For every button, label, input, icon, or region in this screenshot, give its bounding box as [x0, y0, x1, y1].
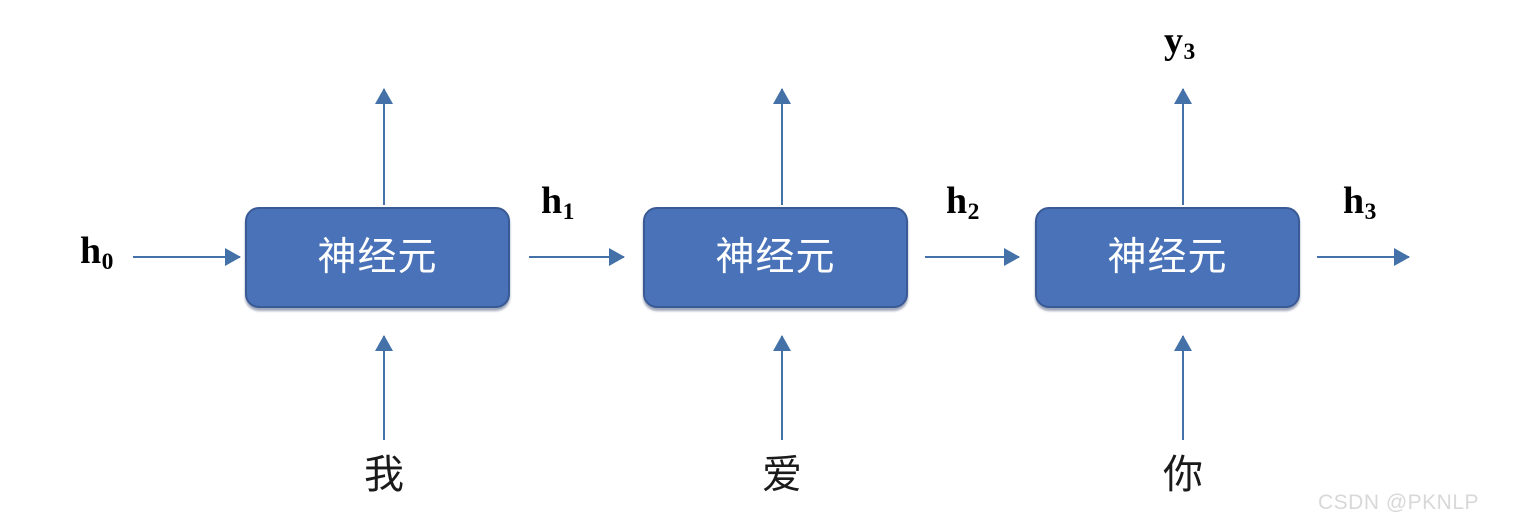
state-label-h2: h2 — [946, 180, 979, 224]
neuron-cell-3: 神经元 — [1035, 207, 1300, 308]
state-label-h3-base: h — [1343, 180, 1365, 222]
output-label-y3-subscript: 3 — [1183, 39, 1196, 66]
output-label-y3: y3 — [1164, 20, 1195, 64]
neuron-cell-1-label: 神经元 — [317, 235, 438, 280]
state-label-h3: h3 — [1343, 180, 1376, 224]
arrow-token-1-to-cell-1 — [383, 336, 385, 440]
neuron-cell-2: 神经元 — [643, 207, 908, 308]
neuron-cell-3-label: 神经元 — [1107, 235, 1228, 280]
state-label-h2-subscript: 2 — [967, 199, 980, 226]
arrow-cell-1-output-up — [383, 89, 385, 205]
neuron-cell-2-label: 神经元 — [715, 235, 836, 280]
state-label-h3-subscript: 3 — [1364, 199, 1377, 226]
state-label-h1-base: h — [541, 180, 563, 222]
arrow-input-h0-to-cell-1 — [133, 256, 240, 258]
arrow-cell-3-output-up — [1182, 89, 1184, 205]
state-label-h0-subscript: 0 — [101, 249, 114, 276]
state-label-h1: h1 — [541, 180, 574, 224]
input-token-1: 我 — [364, 452, 404, 498]
state-label-h1-subscript: 1 — [562, 199, 575, 226]
state-label-h0-base: h — [80, 230, 102, 272]
arrow-cell-1-to-cell-2 — [529, 256, 624, 258]
watermark-text: CSDN @PKNLP — [1318, 491, 1480, 514]
arrow-token-2-to-cell-2 — [781, 336, 783, 440]
state-label-h0: h0 — [80, 230, 113, 274]
arrow-cell-2-output-up — [781, 89, 783, 205]
state-label-h2-base: h — [946, 180, 968, 222]
input-token-3: 你 — [1163, 452, 1203, 498]
output-label-y3-base: y — [1164, 20, 1183, 62]
arrow-cell-2-to-cell-3 — [925, 256, 1019, 258]
arrow-cell-3-to-h3-output — [1317, 256, 1409, 258]
input-token-2: 爱 — [762, 452, 802, 498]
arrow-token-3-to-cell-3 — [1182, 336, 1184, 440]
neuron-cell-1: 神经元 — [245, 207, 510, 308]
